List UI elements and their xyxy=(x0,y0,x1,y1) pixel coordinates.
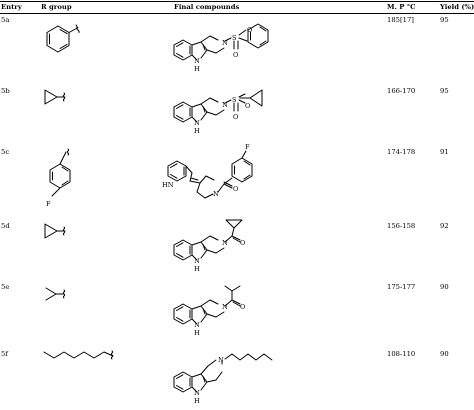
melting-point-value: 166-170 xyxy=(387,87,416,95)
indole-hydrogen-label: H xyxy=(194,65,200,73)
indole-nitrogen-label: N xyxy=(194,321,200,329)
cyclopropyl-substituent-structure xyxy=(38,218,98,248)
yield-value: 95 xyxy=(440,16,449,24)
indole-nitrogen-label: N xyxy=(194,257,200,265)
melting-point-value: 174-178 xyxy=(387,148,416,156)
heptyl-substituent-structure xyxy=(38,345,128,367)
oxygen-atom-label: O xyxy=(247,26,253,34)
4-fluorobenzoyl-tetrahydro-beta-carboline-structure: F O N HN xyxy=(162,143,310,220)
yield-value: 95 xyxy=(440,87,449,95)
table-header-rule xyxy=(0,13,474,14)
indole-nitrogen-label: HN xyxy=(162,181,174,189)
yield-value: 90 xyxy=(440,350,449,358)
phenylsulfonyl-tetrahydro-beta-carboline-structure: S O O N N H xyxy=(170,18,310,73)
melting-point-value: 185[17] xyxy=(387,16,414,24)
nitrogen-atom-label: N xyxy=(222,39,228,47)
entry-label: 5d xyxy=(1,222,10,230)
column-header-melting-point: M. P °C xyxy=(387,3,416,11)
fluorine-atom-label: F xyxy=(245,143,250,151)
sulfur-atom-label: S xyxy=(232,34,237,42)
oxygen-atom-label: O xyxy=(240,239,246,247)
heptyl-tetrahydro-beta-carboline-structure: N N H xyxy=(170,350,310,405)
entry-label: 5a xyxy=(1,16,10,24)
oxygen-atom-label: O xyxy=(245,102,251,110)
cyclopropyl-substituent-structure xyxy=(38,84,98,114)
entry-label: 5b xyxy=(1,87,10,95)
entry-label: 5e xyxy=(1,283,10,291)
indole-hydrogen-label: H xyxy=(194,329,200,337)
nitrogen-atom-label: N xyxy=(218,356,224,364)
isobutyryl-tetrahydro-beta-carboline-structure: O N N H xyxy=(170,282,246,337)
isopropyl-substituent-structure xyxy=(38,282,98,312)
yield-value: 90 xyxy=(440,283,449,291)
nitrogen-atom-label: N xyxy=(222,101,228,109)
fluorine-atom-label: F xyxy=(46,200,51,208)
nitrogen-atom-label: N xyxy=(222,239,228,247)
oxygen-atom-label: O xyxy=(233,185,239,193)
indole-hydrogen-label: H xyxy=(194,127,200,135)
oxygen-atom-label: O xyxy=(240,303,246,311)
sulfur-atom-label: S xyxy=(232,96,237,104)
melting-point-value: 156-158 xyxy=(387,222,416,230)
table-top-rule xyxy=(0,1,474,2)
indole-nitrogen-label: N xyxy=(194,57,200,65)
melting-point-value: 175-177 xyxy=(387,283,416,291)
phenyl-substituent-structure xyxy=(38,18,98,63)
indole-hydrogen-label: H xyxy=(194,397,200,405)
oxygen-atom-label: O xyxy=(233,113,239,121)
cyclopropylsulfonyl-tetrahydro-beta-carboline-structure: S O O N N H xyxy=(170,82,310,135)
cyclopropanecarbonyl-tetrahydro-beta-carboline-structure: O N N H xyxy=(170,218,246,273)
nitrogen-atom-label: N xyxy=(213,190,219,198)
oxygen-atom-label: O xyxy=(233,51,239,59)
melting-point-value: 108-110 xyxy=(387,350,416,358)
entry-label: 5c xyxy=(1,148,10,156)
entry-label: 5f xyxy=(1,350,8,358)
yield-value: 92 xyxy=(440,222,449,230)
column-header-yield: Yield (%) xyxy=(440,3,474,11)
indole-nitrogen-label: N xyxy=(194,389,200,397)
4-fluorophenyl-substituent-structure: F xyxy=(46,146,98,208)
yield-value: 91 xyxy=(440,148,449,156)
column-header-final-compounds: Final compounds xyxy=(174,3,240,11)
indole-hydrogen-label: H xyxy=(194,265,200,273)
column-header-r-group: R group xyxy=(41,3,72,11)
indole-nitrogen-label: N xyxy=(194,119,200,127)
column-header-entry: Entry xyxy=(1,3,22,11)
nitrogen-atom-label: N xyxy=(222,303,228,311)
